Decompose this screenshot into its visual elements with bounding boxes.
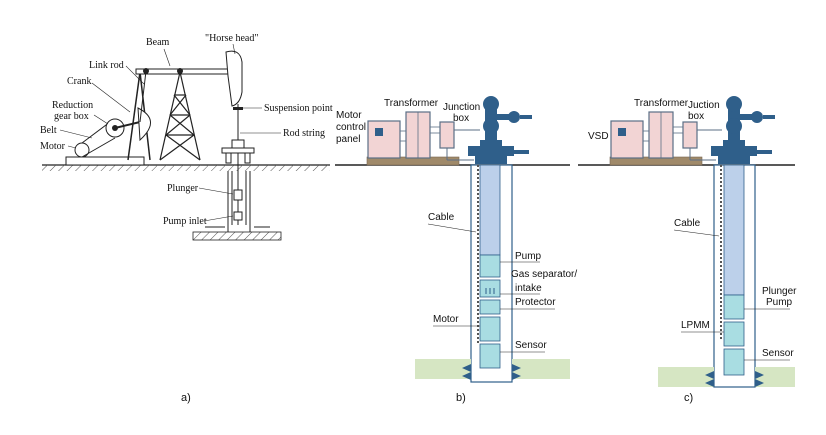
label-juction-1: Juction [688, 100, 720, 111]
label-cable-c: Cable [674, 218, 701, 229]
label-transformer-b: Transformer [384, 98, 439, 109]
label-juction-2: box [688, 111, 704, 122]
label-plunger-pump-1: Plunger [762, 286, 797, 297]
pump-b [479, 254, 501, 278]
label-motor-b: Motor [433, 314, 459, 325]
motor-control-panel [367, 120, 401, 159]
motor-b [479, 316, 501, 342]
label-motor-a: Motor [40, 141, 66, 152]
panel-c-lpmm: VSD Transformer Juction box Cable Plunge… [578, 96, 797, 404]
junction-box-c [682, 121, 698, 149]
label-vsd: VSD [588, 131, 609, 142]
label-motor-control-2: control [336, 122, 366, 133]
plunger-pump-c [723, 294, 745, 320]
caption-b: b) [456, 392, 466, 404]
plunger [233, 189, 243, 201]
wellhead [221, 147, 255, 154]
caption-a: a) [181, 392, 191, 404]
label-crank: Crank [67, 76, 91, 87]
label-sensor-c: Sensor [762, 348, 794, 359]
sensor-b [479, 343, 501, 369]
label-transformer-c: Transformer [634, 98, 689, 109]
lpmm-c [723, 321, 745, 347]
sensor-c [723, 348, 745, 376]
label-junction-1: Junction [443, 102, 480, 113]
horse-head [225, 50, 243, 107]
samson-post [127, 71, 141, 161]
label-suspension-point: Suspension point [264, 103, 333, 114]
link-rod [139, 70, 147, 123]
pump-inlet [233, 211, 243, 221]
belt-line-2 [81, 137, 116, 158]
ground-hatch [42, 165, 330, 171]
label-motor-control-3: panel [336, 134, 360, 145]
label-pump-b: Pump [515, 251, 542, 262]
soil-c [658, 367, 714, 387]
label-rod-string: Rod string [283, 128, 325, 139]
soil-b [415, 359, 471, 379]
label-sensor-b: Sensor [515, 340, 547, 351]
label-lpmm: LPMM [681, 320, 710, 331]
derrick-tower [159, 71, 201, 161]
crank [114, 121, 141, 129]
motor-icon [74, 142, 90, 158]
panel-a-beam-pump: Beam "Horse head" Link rod Crank Reducti… [40, 33, 333, 404]
label-gas-sep-1: Gas separator/ [511, 269, 577, 280]
label-reduction-1: Reduction [52, 100, 93, 111]
tubing-b [479, 164, 501, 256]
bottom-ground [192, 231, 282, 241]
label-beam: Beam [146, 37, 170, 48]
label-plunger: Plunger [167, 183, 199, 194]
junction-box-b [439, 121, 455, 149]
motor-base [65, 156, 145, 166]
panel-b-esp: Motor control panel Transformer Junction… [335, 96, 577, 404]
wellhead-tree-c [711, 96, 775, 164]
label-link-rod: Link rod [89, 60, 124, 71]
wellhead-tree-b [468, 96, 532, 164]
vsd-box [610, 120, 644, 159]
label-reduction-2: gear box [54, 111, 89, 122]
counterweight [137, 107, 151, 142]
protector-b [479, 299, 501, 315]
label-horse-head: "Horse head" [205, 33, 258, 44]
caption-c: c) [684, 392, 693, 404]
label-junction-2: box [453, 113, 469, 124]
label-protector-b: Protector [515, 297, 556, 308]
label-pump-inlet: Pump inlet [163, 216, 207, 227]
label-plunger-pump-2: Pump [766, 297, 793, 308]
label-gas-sep-2: intake [515, 283, 542, 294]
label-cable-b: Cable [428, 212, 455, 223]
tubing-c [723, 164, 745, 296]
label-belt: Belt [40, 125, 57, 136]
belt-line [81, 121, 111, 144]
label-motor-control-1: Motor [336, 110, 362, 121]
